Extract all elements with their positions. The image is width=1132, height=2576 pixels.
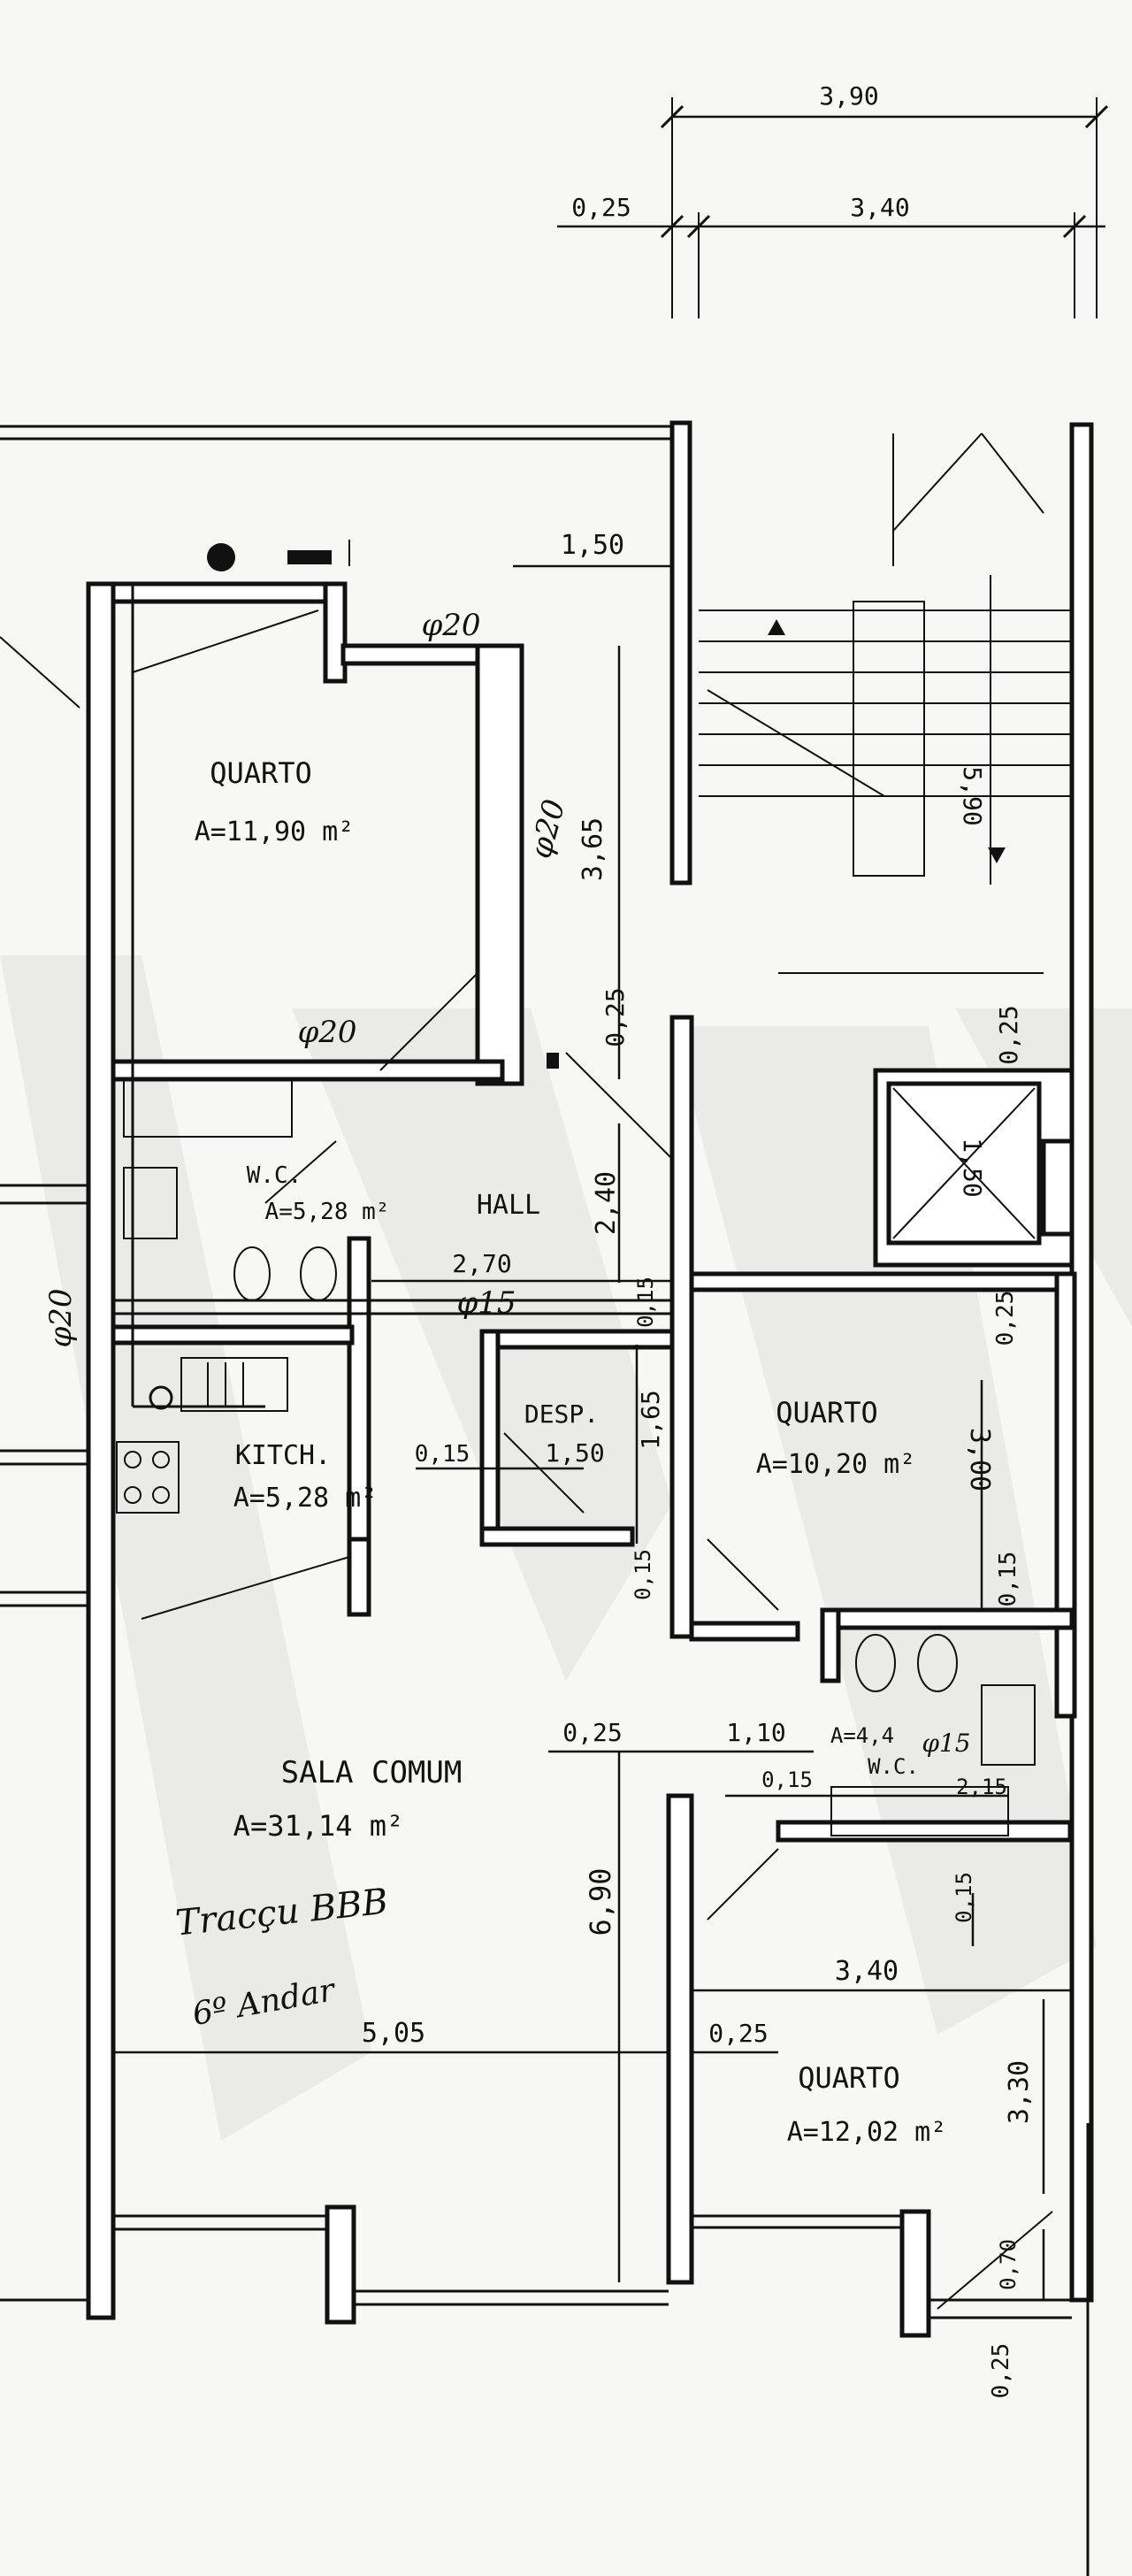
dim-desp-wall: 0,15 bbox=[415, 1441, 470, 1468]
dim-stair-length: 5,90 bbox=[958, 766, 987, 825]
pipe-label-1: φ20 bbox=[421, 608, 480, 643]
dim-gap-12: 0,25 bbox=[988, 2343, 1014, 2399]
dim-gap-8: 0,15 bbox=[761, 1767, 813, 1792]
room-quarto-nw-area: A=11,90 m² bbox=[195, 816, 355, 847]
room-wc1-area: A=5,28 m² bbox=[265, 1199, 390, 1225]
dim-gap-6: 0,15 bbox=[631, 1549, 655, 1600]
dim-gap-4: 0,25 bbox=[992, 1291, 1019, 1346]
room-kitchen-area: A=5,28 m² bbox=[233, 1483, 378, 1514]
room-wc1-name: W.C. bbox=[247, 1162, 302, 1189]
room-quarto-se-area: A=12,02 m² bbox=[787, 2117, 947, 2148]
walls bbox=[0, 420, 1094, 2576]
dim-gap-10: 0,25 bbox=[708, 2019, 768, 2048]
dim-hall-width: 2,70 bbox=[452, 1249, 511, 1278]
dim-gap-9: 0,15 bbox=[952, 1872, 976, 1923]
pipe-runs bbox=[115, 584, 672, 1408]
pipe-label-3: φ20 bbox=[297, 1015, 356, 1050]
dim-quarto-se-width: 3,40 bbox=[835, 1956, 899, 1987]
staircase bbox=[699, 433, 1070, 974]
dim-top-left: 0,25 bbox=[571, 193, 631, 222]
dim-quarto-e-depth: 3,00 bbox=[964, 1428, 995, 1491]
dim-gap-3: 0,15 bbox=[633, 1276, 658, 1328]
room-wc2-area: A=4,4 bbox=[830, 1723, 894, 1748]
dim-gap-1: 0,25 bbox=[600, 987, 630, 1046]
dim-sala-depth: 6,90 bbox=[584, 1867, 617, 1936]
dim-gap-2: 0,25 bbox=[994, 1005, 1023, 1064]
door-swings bbox=[0, 610, 1053, 2310]
dim-top-mid: 3,40 bbox=[850, 193, 909, 222]
room-hall-name: HALL bbox=[477, 1190, 540, 1221]
dim-wc2-width: 1,10 bbox=[726, 1718, 785, 1747]
dim-desp-depth: 1,65 bbox=[636, 1390, 665, 1449]
room-sala-name: SALA COMUM bbox=[281, 1755, 463, 1790]
fixtures bbox=[116, 540, 1036, 1836]
dim-top-total: 3,90 bbox=[819, 81, 878, 111]
room-wc2-name: W.C. bbox=[868, 1754, 919, 1779]
dim-lift: 1,50 bbox=[958, 1138, 987, 1197]
dimension-lines bbox=[115, 564, 1072, 2300]
room-quarto-nw-name: QUARTO bbox=[210, 756, 312, 790]
pipe-label-5: φ15 bbox=[456, 1285, 516, 1321]
room-kitchen-name: KITCH. bbox=[235, 1440, 331, 1471]
room-sala-area: A=31,14 m² bbox=[233, 1809, 404, 1843]
dim-quarto-depth: 3,65 bbox=[577, 817, 608, 881]
pipe-label-2: φ20 bbox=[523, 796, 572, 862]
dim-gap-5: 0,15 bbox=[995, 1552, 1021, 1607]
dim-corridor-width: 1,50 bbox=[561, 530, 624, 561]
pipe-label-6: φ15 bbox=[922, 1729, 970, 1758]
room-desp-name: DESP. bbox=[524, 1399, 599, 1429]
dim-gap-7: 0,25 bbox=[562, 1718, 622, 1747]
dim-hall-depth: 2,40 bbox=[591, 1171, 622, 1235]
dim-sala-width: 5,05 bbox=[362, 2018, 425, 2049]
dim-gap-11: 0,70 bbox=[996, 2239, 1021, 2290]
room-quarto-se-name: QUARTO bbox=[798, 2061, 900, 2095]
room-quarto-e-area: A=10,20 m² bbox=[756, 1449, 916, 1480]
dim-desp-width: 1,50 bbox=[545, 1438, 604, 1468]
pipe-label-4: φ20 bbox=[43, 1288, 79, 1347]
top-dimension-chain bbox=[557, 97, 1109, 318]
dim-quarto-se-depth: 3,30 bbox=[1004, 2060, 1035, 2124]
dim-wc2-depth: 2,15 bbox=[956, 1775, 1007, 1799]
room-quarto-e-name: QUARTO bbox=[776, 1396, 878, 1430]
